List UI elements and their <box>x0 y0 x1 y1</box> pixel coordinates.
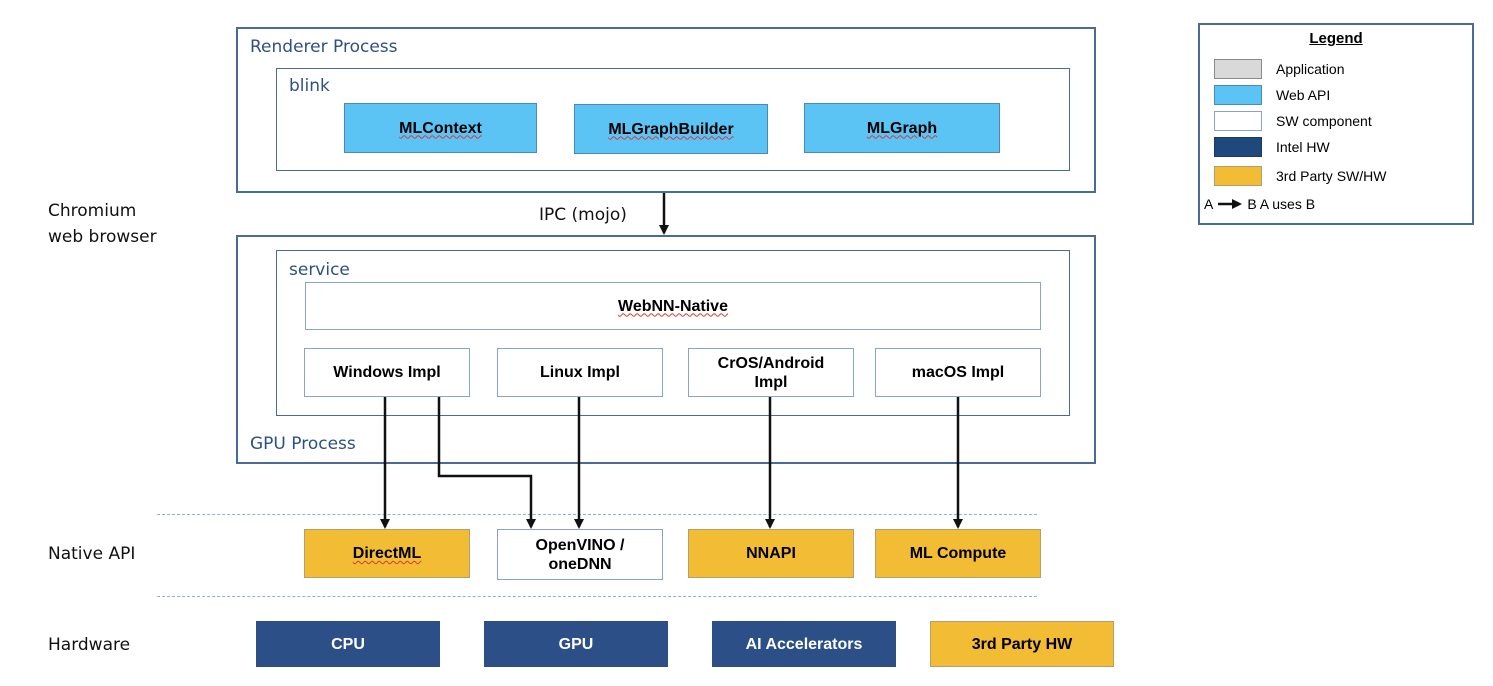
legend-label-third-party: 3rd Party SW/HW <box>1276 168 1387 184</box>
ml-compute-label: ML Compute <box>909 545 1007 562</box>
native-api-label: Native API <box>48 544 136 564</box>
webnn-native-box: WebNN-Native <box>305 282 1041 330</box>
legend-label-web-api: Web API <box>1276 87 1331 103</box>
macos-impl-box: macOS Impl <box>875 348 1041 397</box>
browser-label: Chromium web browser <box>48 198 157 250</box>
legend-item-application: Application <box>1214 59 1345 79</box>
legend-box: Legend Application Web API SW component … <box>1198 23 1474 225</box>
legend-item-web-api: Web API <box>1214 85 1330 105</box>
gpu-process-label: GPU Process <box>250 434 356 454</box>
legend-item-third-party: 3rd Party SW/HW <box>1214 166 1386 186</box>
cpu-box: CPU <box>256 621 440 667</box>
browser-label-line1: Chromium <box>48 201 137 221</box>
legend-swatch-intel-hw <box>1214 137 1262 157</box>
windows-to-openvino-arrow <box>437 397 536 529</box>
openvino-onednn-label: OpenVINO / oneDNN <box>535 536 625 573</box>
gpu-box: GPU <box>484 621 668 667</box>
legend-label-sw-component: SW component <box>1276 113 1372 129</box>
ai-accelerators-label: AI Accelerators <box>745 635 863 653</box>
hardware-label: Hardware <box>48 635 131 655</box>
webnn-native-label: WebNN-Native <box>618 297 728 315</box>
legend-arrow-row: A B A uses B <box>1204 196 1315 212</box>
directml-label: DirectML <box>352 545 422 562</box>
gpu-process-frame: GPU Process <box>236 235 1096 464</box>
macos-impl-label: macOS Impl <box>911 364 1005 381</box>
legend-swatch-third-party <box>1214 166 1262 186</box>
service-label: service <box>289 260 350 280</box>
cros-android-impl-box: CrOS/Android Impl <box>688 348 854 397</box>
linux-impl-box: Linux Impl <box>497 348 663 397</box>
nnapi-label: NNAPI <box>746 545 796 562</box>
arrow-right-icon <box>1218 199 1243 209</box>
native-api-bottom-divider <box>157 596 1037 597</box>
nnapi-box: NNAPI <box>688 529 854 578</box>
openvino-onednn-box: OpenVINO / oneDNN <box>497 529 663 580</box>
renderer-process-frame: Renderer Process <box>236 27 1096 193</box>
mlcontext-label: MLContext <box>399 119 482 137</box>
windows-impl-box: Windows Impl <box>304 348 470 397</box>
legend-arrow-b: B A uses B <box>1247 196 1316 212</box>
blink-frame: blink <box>276 68 1070 171</box>
legend-label-application: Application <box>1276 61 1345 77</box>
legend-swatch-web-api <box>1214 85 1262 105</box>
mlcontext-box: MLContext <box>344 103 537 153</box>
legend-arrow-a: A <box>1204 196 1214 212</box>
legend-title: Legend <box>1309 30 1363 47</box>
blink-label: blink <box>289 76 330 96</box>
cros-android-impl-label: CrOS/Android Impl <box>717 354 825 391</box>
third-party-hw-label: 3rd Party HW <box>971 635 1073 653</box>
directml-box: DirectML <box>304 529 470 578</box>
mlgraph-box: MLGraph <box>804 103 1000 153</box>
browser-label-line2: web browser <box>48 227 157 247</box>
cpu-label: CPU <box>331 635 365 653</box>
mlgraph-label: MLGraph <box>866 119 938 137</box>
ipc-label: IPC (mojo) <box>539 205 627 225</box>
gpu-label: GPU <box>558 635 594 653</box>
legend-label-intel-hw: Intel HW <box>1276 139 1330 155</box>
linux-impl-label: Linux Impl <box>540 364 620 381</box>
mlgraphbuilder-box: MLGraphBuilder <box>574 104 768 154</box>
ai-accelerators-box: AI Accelerators <box>712 621 896 667</box>
service-frame: service <box>276 250 1070 416</box>
legend-item-intel-hw: Intel HW <box>1214 137 1330 157</box>
legend-swatch-sw-component <box>1214 111 1262 131</box>
legend-item-sw-component: SW component <box>1214 111 1372 131</box>
ml-compute-box: ML Compute <box>875 529 1041 578</box>
third-party-hw-box: 3rd Party HW <box>930 621 1114 667</box>
mlgraphbuilder-label: MLGraphBuilder <box>608 120 734 138</box>
legend-swatch-application <box>1214 59 1262 79</box>
renderer-process-label: Renderer Process <box>250 37 398 57</box>
windows-impl-label: Windows Impl <box>333 364 441 381</box>
native-api-top-divider <box>157 514 1037 515</box>
